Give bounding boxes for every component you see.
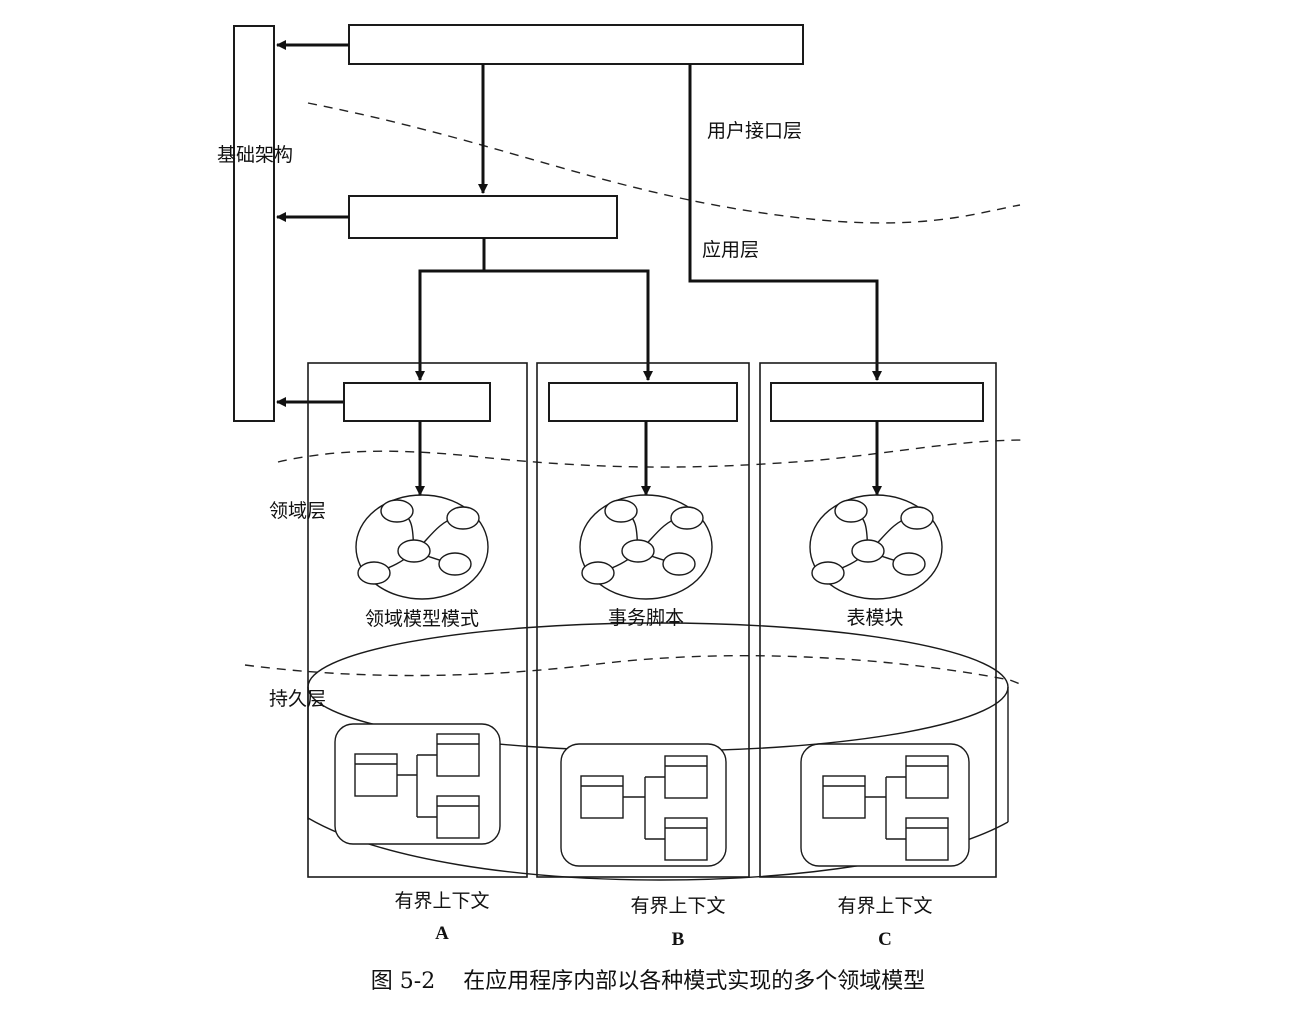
infrastructure-bar xyxy=(233,25,275,422)
context-name-a: 有界上下文 xyxy=(394,890,489,912)
domain-model-cluster-c xyxy=(809,494,943,600)
ui-app-separator xyxy=(307,102,1021,224)
pattern-label-b: 事务脚本 xyxy=(608,607,684,629)
domain-service-box-c xyxy=(770,382,984,422)
domain-service-box-b xyxy=(548,382,738,422)
domain-model-cluster-a xyxy=(355,494,489,600)
pattern-label-a: 领域模型模式 xyxy=(365,608,479,630)
app-domain-separator xyxy=(277,439,1026,468)
context-letter-b: B xyxy=(672,929,685,950)
infrastructure-label: 基础架构 xyxy=(217,144,293,166)
context-name-c: 有界上下文 xyxy=(837,895,932,917)
ui-layer-box xyxy=(348,24,804,65)
persistence-layer-label: 持久层 xyxy=(269,688,326,710)
domain-model-cluster-b xyxy=(579,494,713,600)
domain-service-box-a xyxy=(343,382,491,422)
context-panel-a xyxy=(307,362,528,878)
domain-persistence-separator xyxy=(244,654,1026,687)
domain-layer-label: 领域层 xyxy=(269,500,326,522)
context-letter-c: C xyxy=(878,929,892,950)
context-panel-b xyxy=(536,362,750,878)
app-to-domain-model-arrow xyxy=(415,269,484,381)
pattern-label-c: 表模块 xyxy=(846,607,903,629)
app-layer-box xyxy=(348,195,618,239)
app-to-transaction-script-arrow xyxy=(484,269,653,381)
ui-to-table-module-arrow xyxy=(688,64,882,381)
context-name-b: 有界上下文 xyxy=(630,895,725,917)
ui-layer-label: 用户接口层 xyxy=(707,120,802,142)
storage-group-c xyxy=(800,743,970,867)
app-layer-label: 应用层 xyxy=(702,239,759,261)
storage-group-a xyxy=(334,723,501,845)
storage-group-b xyxy=(560,743,727,867)
figure-caption: 图 5-2 在应用程序内部以各种模式实现的多个领域模型 xyxy=(371,969,925,994)
context-panel-c xyxy=(759,362,997,878)
context-letter-a: A xyxy=(435,923,449,944)
